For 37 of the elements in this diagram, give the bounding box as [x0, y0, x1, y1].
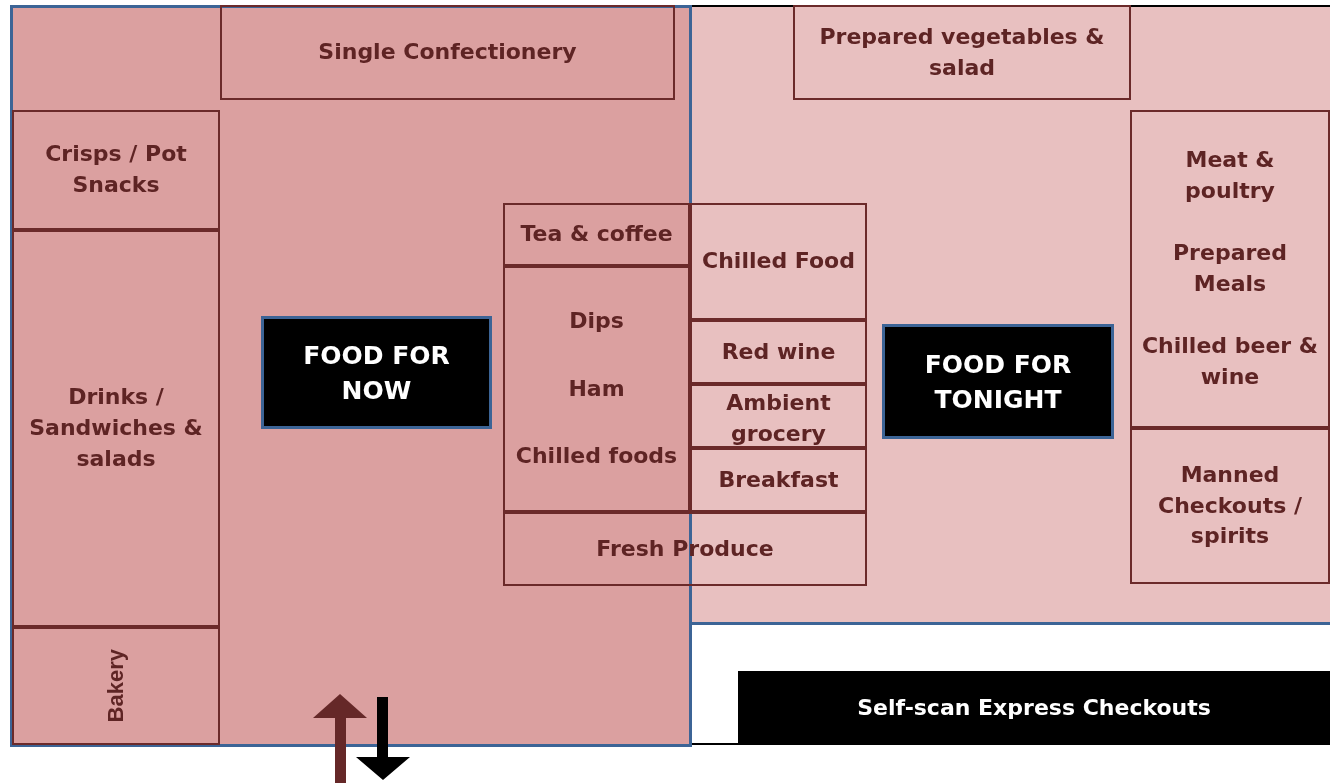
section-label: Ham: [568, 374, 625, 403]
zone-title: FOOD FOR TONIGHT: [923, 348, 1073, 416]
section-label: Red wine: [721, 337, 836, 366]
zone-sign: [882, 324, 1114, 439]
zone-sign: [261, 316, 492, 429]
section-label: Chilled Food: [702, 247, 855, 276]
aisle-section: [1130, 110, 1330, 428]
section-label: Chilled beer & wine: [1140, 332, 1319, 391]
section-label: Tea & coffee: [520, 220, 673, 249]
section-label: Manned Checkouts / spirits: [1157, 460, 1303, 551]
checkout-label: Self-scan Express Checkouts: [857, 693, 1211, 722]
section-label: Breakfast: [718, 465, 839, 494]
section-label: Dips: [569, 307, 624, 336]
section-label: Single Confectionery: [318, 38, 577, 67]
aisle-section: [503, 512, 867, 586]
zone-title: FOOD FOR NOW: [302, 339, 451, 407]
aisle-section: [690, 384, 867, 448]
section-label: Ambient grocery: [725, 389, 832, 448]
section-label: Meat & poultry: [1184, 146, 1276, 206]
aisle-section: [690, 320, 867, 384]
aisle-section: [690, 448, 867, 512]
aisle-section: [12, 230, 220, 627]
aisle-section: [690, 203, 867, 320]
section-label: Prepared Meals: [1172, 239, 1288, 298]
aisle-section: [503, 203, 690, 266]
section-label: Drinks / Sandwiches & salads: [28, 383, 204, 473]
aisle-section: [220, 5, 675, 100]
checkout-area: [738, 671, 1330, 745]
section-label: Prepared vegetables & salad: [818, 22, 1106, 82]
aisle-section: [793, 5, 1131, 100]
section-label: Bakery: [101, 649, 129, 723]
section-label: Crisps / Pot Snacks: [44, 140, 188, 199]
aisle-section: [12, 627, 220, 745]
aisle-section: [1130, 428, 1330, 584]
section-label: Chilled foods: [515, 441, 678, 470]
aisle-section: [12, 110, 220, 230]
aisle-section: [503, 266, 690, 512]
